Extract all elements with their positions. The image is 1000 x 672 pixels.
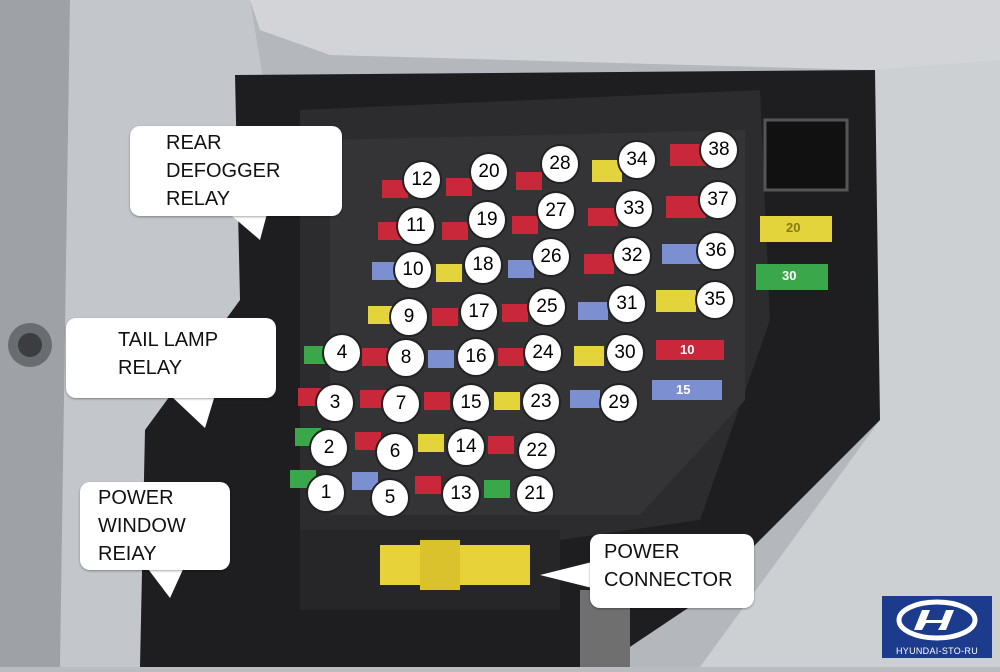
- fuse-number-37: 37: [698, 180, 738, 220]
- fuse-number-29: 29: [599, 383, 639, 423]
- fuse-number-3: 3: [315, 383, 355, 423]
- rear-defogger-relay-callout: REAR DEFOGGER RELAY: [130, 126, 342, 216]
- rear-defogger-relay-label: REAR DEFOGGER RELAY: [166, 132, 281, 210]
- fuse-number-15: 15: [451, 383, 491, 423]
- side-fuse-label-15: 15: [676, 382, 691, 397]
- fuse-number-26: 26: [531, 237, 571, 277]
- fuse-number-31: 31: [607, 284, 647, 324]
- power-connector-label: POWER CONNECTOR: [604, 541, 733, 591]
- side-fuse-label-30: 30: [782, 268, 797, 283]
- fuse-number-8: 8: [386, 338, 426, 378]
- fuse-number-18: 18: [463, 245, 503, 285]
- fuse-number-11: 11: [396, 206, 436, 246]
- fuse-number-2: 2: [309, 428, 349, 468]
- fuse-number-28: 28: [540, 144, 580, 184]
- power-window-relay-label: POWER WINDOW REIAY: [98, 487, 186, 565]
- fuse-number-13: 13: [441, 474, 481, 514]
- power-window-relay-callout: POWER WINDOW REIAY: [80, 482, 230, 570]
- fuse-number-27: 27: [536, 191, 576, 231]
- fuse-number-25: 25: [527, 287, 567, 327]
- fuse-number-6: 6: [375, 432, 415, 472]
- hyundai-logo: HYUNDAI-STO-RU: [882, 596, 992, 658]
- fuse-number-16: 16: [456, 337, 496, 377]
- fuse-number-20: 20: [469, 152, 509, 192]
- fuse-number-12: 12: [402, 160, 442, 200]
- fuse-number-19: 19: [467, 200, 507, 240]
- fuse-number-14: 14: [446, 427, 486, 467]
- hyundai-logo-icon: [896, 599, 978, 641]
- fuse-number-1: 1: [306, 473, 346, 513]
- fuse-number-23: 23: [521, 382, 561, 422]
- power-connector-callout: POWER CONNECTOR: [590, 534, 754, 608]
- side-fuse-label-10: 10: [680, 342, 695, 357]
- fuse-number-33: 33: [614, 189, 654, 229]
- fuse-number-32: 32: [612, 236, 652, 276]
- fuse-number-4: 4: [322, 333, 362, 373]
- fuse-number-10: 10: [393, 250, 433, 290]
- logo-text: HYUNDAI-STO-RU: [895, 646, 979, 656]
- fuse-number-9: 9: [389, 297, 429, 337]
- fuse-number-30: 30: [605, 333, 645, 373]
- fuse-number-24: 24: [523, 333, 563, 373]
- side-fuse-label-20: 20: [786, 220, 801, 235]
- fuse-number-34: 34: [617, 140, 657, 180]
- fuse-number-21: 21: [515, 474, 555, 514]
- fuse-number-35: 35: [695, 280, 735, 320]
- tail-lamp-relay-label: TAIL LAMP RELAY: [118, 329, 219, 379]
- tail-lamp-relay-callout: TAIL LAMP RELAY: [66, 318, 276, 398]
- fuse-number-7: 7: [381, 384, 421, 424]
- fuse-number-22: 22: [517, 431, 557, 471]
- fuse-number-36: 36: [696, 231, 736, 271]
- fuse-number-5: 5: [370, 478, 410, 518]
- fuse-number-17: 17: [459, 292, 499, 332]
- fuse-number-38: 38: [699, 130, 739, 170]
